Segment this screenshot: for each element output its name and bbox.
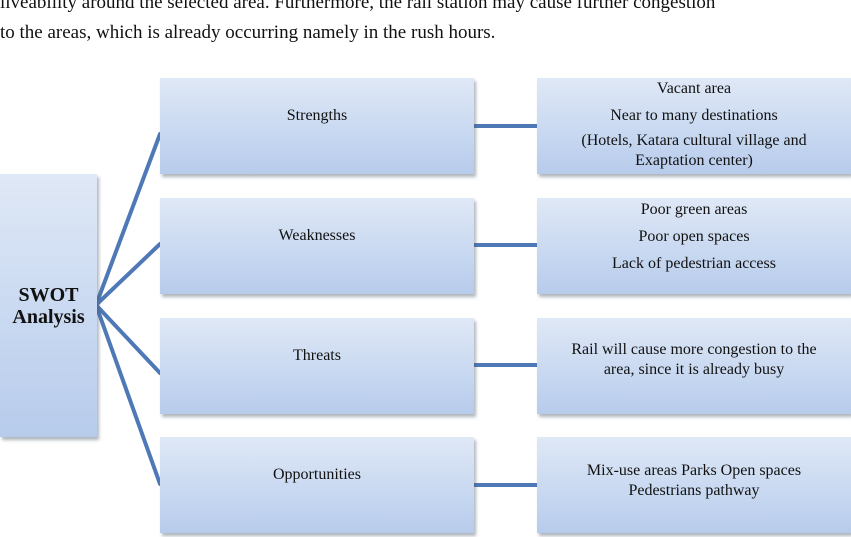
connector-root-threats: [94, 303, 162, 375]
opportunities-detail-2: Pedestrians pathway: [628, 482, 760, 499]
root-label-line-2: Analysis: [12, 305, 85, 328]
threats-detail-1: Rail will cause more congestion to the: [571, 341, 817, 358]
weaknesses-detail-2: Poor open spaces: [638, 228, 750, 245]
connector-root-weaknesses: [94, 242, 162, 307]
swot-root-node: SWOT Analysis: [0, 174, 97, 437]
intro-line-1: liveability around the selected area. Fu…: [0, 0, 716, 13]
strengths-detail-1: Vacant area: [656, 80, 732, 97]
weaknesses-detail-3: Lack of pedestrian access: [612, 255, 776, 272]
weaknesses-details-node: Poor green areas Poor open spaces Lack o…: [537, 198, 851, 294]
weaknesses-node: Weaknesses: [160, 198, 474, 294]
connector-root-opportunities: [94, 303, 162, 486]
threats-label: Threats: [293, 347, 341, 364]
strengths-detail-2: Near to many destinations: [610, 107, 778, 124]
strengths-detail-3: (Hotels, Katara cultural village and: [581, 132, 807, 149]
opportunities-detail-1: Mix-use areas Parks Open spaces: [586, 462, 802, 479]
weaknesses-detail-1: Poor green areas: [640, 201, 748, 218]
root-label-line-1: SWOT: [18, 283, 79, 306]
connector-root-strengths: [94, 132, 162, 307]
intro-line-2: to the areas, which is already occurring…: [0, 22, 496, 43]
strengths-node: Strengths: [160, 78, 474, 174]
strengths-details-node: Vacant area Near to many destinations (H…: [537, 78, 851, 174]
strengths-label: Strengths: [286, 107, 348, 124]
opportunities-label: Opportunities: [273, 466, 361, 483]
threats-details-node: Rail will cause more congestion to the a…: [537, 318, 851, 414]
opportunities-details-node: Mix-use areas Parks Open spaces Pedestri…: [537, 437, 851, 533]
opportunities-node: Opportunities: [160, 437, 474, 533]
threats-detail-2: area, since it is already busy: [603, 361, 785, 378]
weaknesses-label: Weaknesses: [278, 227, 356, 244]
strengths-detail-4: Exaptation center): [635, 152, 753, 169]
threats-node: Threats: [160, 318, 474, 414]
intro-paragraph: liveability around the selected area. Fu…: [0, 0, 851, 48]
